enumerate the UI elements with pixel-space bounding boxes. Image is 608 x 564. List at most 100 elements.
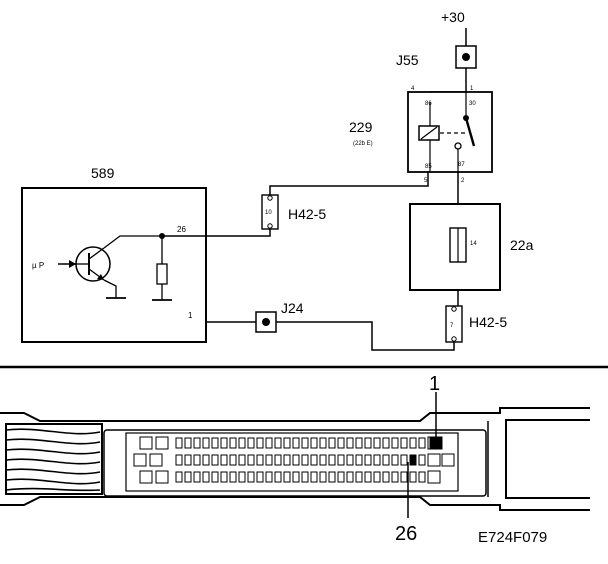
connector-pin	[256, 437, 264, 449]
connector-pin	[292, 471, 300, 483]
junction-dot	[262, 318, 270, 326]
connector-pin	[391, 437, 399, 449]
connector-pin	[373, 471, 381, 483]
connector-pin	[301, 437, 309, 449]
relay-sub-label: (22b E)	[353, 141, 373, 147]
connector-pin	[382, 437, 390, 449]
ecu-number: 589	[91, 165, 115, 181]
connector-pin	[346, 437, 354, 449]
relay-name: J55	[396, 52, 419, 68]
connector-pin	[283, 454, 291, 466]
ecu-input-arrowhead	[69, 260, 76, 268]
ecu-transistor-emitter-arrow	[97, 274, 104, 280]
connector-pin	[184, 437, 192, 449]
relay-term-5: 5	[424, 178, 428, 184]
connector-bottom-pin-a	[451, 306, 457, 312]
fuse-number: 14	[470, 241, 477, 247]
ecu-resistor	[156, 263, 168, 285]
connector-pin	[193, 471, 201, 483]
connector-top-pin-number: 10	[265, 210, 272, 216]
connector-pin	[229, 454, 237, 466]
fuse-block-label: 22a	[510, 237, 534, 253]
connector-pin	[346, 454, 354, 466]
junction-label: J24	[281, 300, 304, 316]
connector-power-pin	[139, 436, 153, 450]
connector-pin-grid	[133, 436, 455, 484]
connector-pin	[373, 454, 381, 466]
connector-pin	[337, 437, 345, 449]
connector-pin	[382, 454, 390, 466]
connector-pin	[364, 437, 372, 449]
relay-term-4: 4	[411, 86, 415, 92]
connector-pin	[418, 437, 426, 449]
connector-top-label: H42-5	[288, 206, 326, 222]
plug-fork	[505, 419, 590, 499]
connector-pin	[274, 471, 282, 483]
connector-pin	[319, 471, 327, 483]
connector-pin	[346, 471, 354, 483]
connector-top-pin-a	[267, 195, 273, 201]
connector-pin	[202, 454, 210, 466]
connector-pin	[247, 454, 255, 466]
connector-bottom-pin-b	[451, 336, 457, 342]
connector-pin	[418, 454, 426, 466]
connector-top-pin-b	[267, 223, 273, 229]
connector-pin	[400, 454, 408, 466]
connector-pin	[265, 437, 273, 449]
connector-pin	[202, 437, 210, 449]
connector-pin	[202, 471, 210, 483]
relay-term-2: 2	[461, 178, 465, 184]
connector-pin	[193, 437, 201, 449]
connector-power-pin	[427, 470, 441, 484]
wire-relay-5-to-h42	[269, 172, 429, 196]
connector-pin	[247, 437, 255, 449]
connector-power-pin	[155, 470, 169, 484]
connector-pin	[310, 471, 318, 483]
connector-pin	[184, 471, 192, 483]
connector-pin	[310, 437, 318, 449]
wire-bundle-strands	[5, 428, 101, 492]
connector-pin	[211, 437, 219, 449]
connector-pin	[355, 454, 363, 466]
connector-pin	[175, 454, 183, 466]
connector-pin	[211, 471, 219, 483]
connector-pin	[409, 471, 417, 483]
ecu-connector-drawing	[0, 407, 590, 511]
connector-pin	[229, 437, 237, 449]
relay-coil-diagonal	[420, 126, 438, 140]
connector-pin	[382, 471, 390, 483]
connector-pin	[319, 437, 327, 449]
connector-face-inner	[125, 432, 459, 492]
connector-pin	[274, 437, 282, 449]
connector-pin	[337, 454, 345, 466]
connector-pin	[373, 437, 381, 449]
connector-pin	[247, 471, 255, 483]
connector-pin	[328, 437, 336, 449]
ecu-transistor-collector	[88, 247, 105, 260]
wire-bundle	[5, 423, 103, 495]
connector-pin	[274, 454, 282, 466]
connector-pin	[256, 471, 264, 483]
connector-pin	[328, 454, 336, 466]
connector-pin	[328, 471, 336, 483]
connector-pin	[238, 437, 246, 449]
connector-top	[261, 194, 279, 230]
relay-pin-30: 30	[469, 101, 476, 107]
connector-pin	[400, 437, 408, 449]
connector-pin	[220, 437, 228, 449]
callout-pin-26: 26	[395, 523, 417, 545]
connector-pin	[418, 471, 426, 483]
connector-pin	[337, 471, 345, 483]
connector-pin	[292, 454, 300, 466]
connector-pin	[193, 454, 201, 466]
connector-pin	[229, 471, 237, 483]
connector-pin	[184, 454, 192, 466]
connector-power-pin	[427, 453, 441, 467]
connector-power-pin	[139, 470, 153, 484]
connector-pin	[256, 454, 264, 466]
relay-number: 229	[349, 119, 373, 135]
plug-outline-bottom	[0, 496, 590, 511]
connector-pin	[391, 454, 399, 466]
supply-terminal-dot	[462, 53, 470, 61]
